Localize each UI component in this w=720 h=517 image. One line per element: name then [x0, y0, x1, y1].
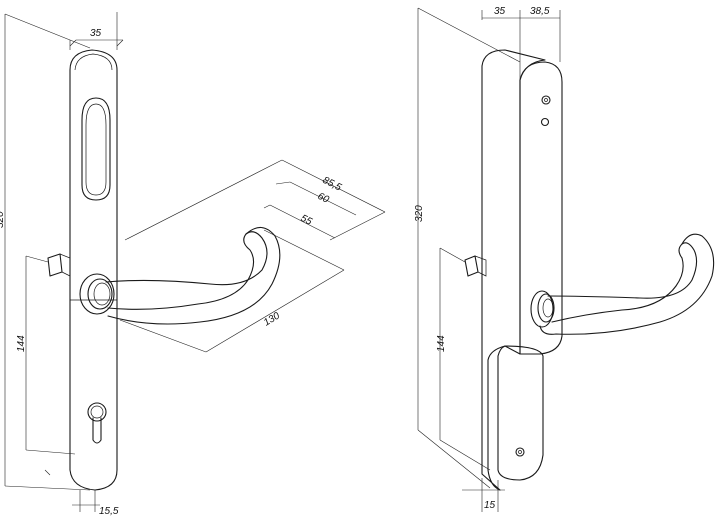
right-dim-height: 320: [414, 205, 425, 222]
left-dim-width-top: 35: [90, 28, 102, 39]
right-plate-edge: [481, 49, 546, 491]
left-rosette: [79, 273, 115, 315]
right-handle-assembly: [464, 49, 715, 491]
right-dim-bottom: 15: [484, 500, 496, 511]
left-handle-assembly: [47, 49, 281, 491]
left-lever: [105, 231, 268, 310]
right-backplate-lower: [497, 345, 544, 481]
right-spindle: [464, 255, 487, 277]
right-screw-hole: [540, 117, 550, 127]
right-dim-spindle-height: 144: [436, 335, 447, 352]
left-dim-spindle-height: 144: [16, 335, 27, 352]
left-spindle: [47, 253, 71, 277]
left-dimension-labels: 35 320 144 85,5 60 55 130 15,5: [0, 28, 343, 517]
right-dimensions: [417, 7, 561, 512]
left-backplate: [69, 49, 118, 491]
left-dim-projection-b: 60: [316, 191, 331, 206]
left-dim-bottom: 15,5: [99, 506, 119, 517]
right-rosette: [530, 290, 555, 328]
right-dimension-labels: 35 38,5 320 144 15: [414, 6, 550, 511]
right-dim-width-top-b: 38,5: [530, 6, 550, 17]
left-dimensions: [4, 12, 386, 512]
left-top-slot: [81, 97, 111, 201]
left-cylinder-hole: [87, 402, 107, 444]
left-dim-handle-length: 130: [262, 310, 282, 328]
right-dim-width-top-a: 35: [494, 6, 506, 17]
left-dim-height: 320: [0, 211, 6, 228]
right-screw-top: [541, 95, 551, 105]
right-backplate-upper: [519, 61, 563, 355]
left-dim-projection-c: 55: [299, 213, 314, 228]
right-screw-bottom: [515, 447, 525, 457]
left-dim-projection-a: 85,5: [321, 175, 344, 194]
right-lever: [547, 242, 698, 323]
